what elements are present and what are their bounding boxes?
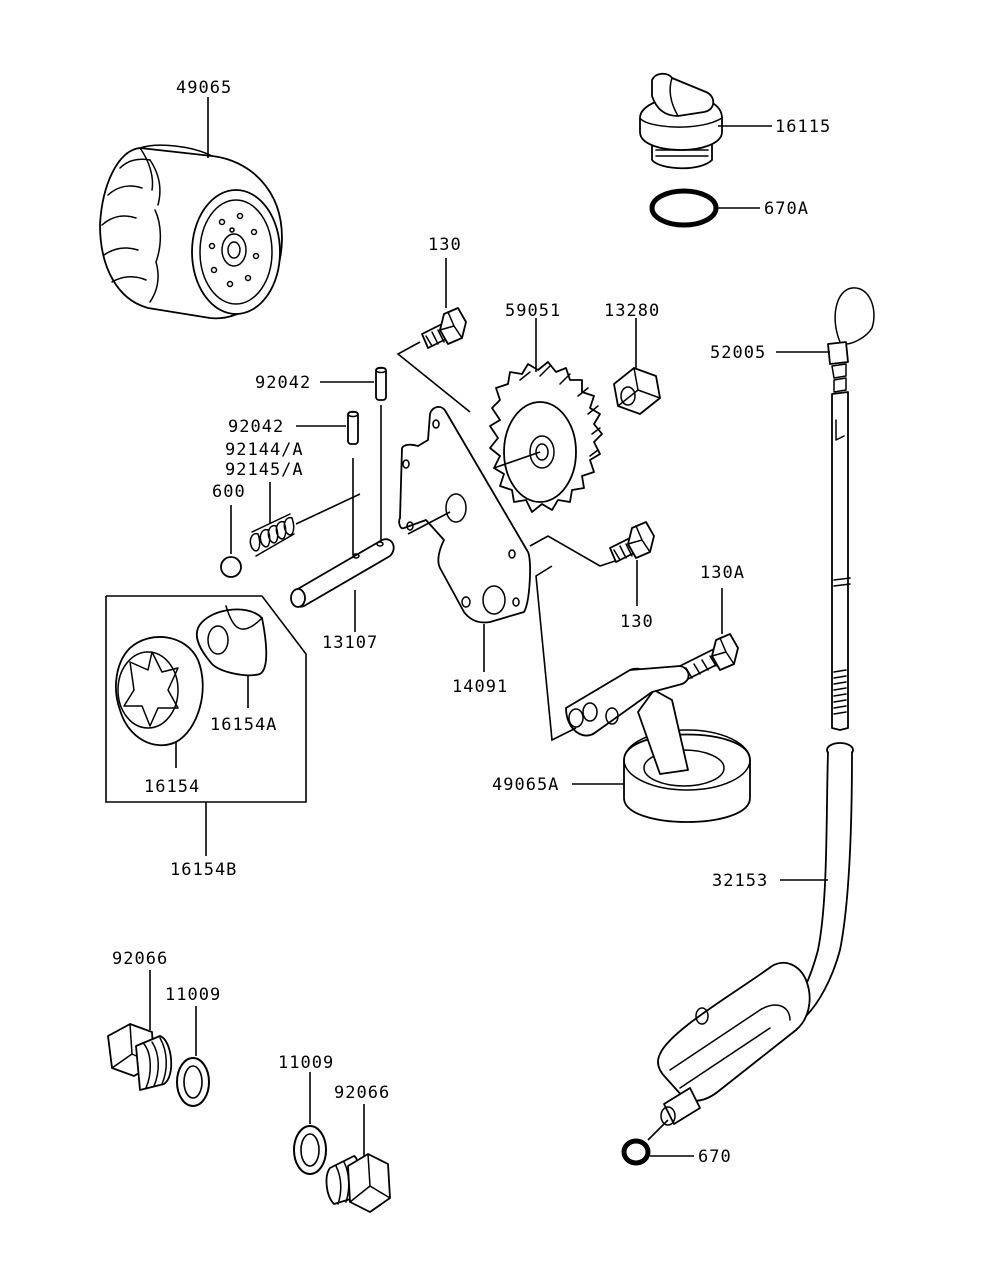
ball-600[interactable] [220, 556, 242, 578]
bolt-130-mid[interactable] [609, 521, 655, 563]
label-59051: 59051 [505, 301, 561, 321]
relief-valve-body-16154[interactable] [115, 636, 204, 747]
o-ring-670[interactable] [621, 1138, 651, 1166]
label-11009-right: 11009 [278, 1053, 334, 1073]
dipstick-tube-32153[interactable] [657, 742, 854, 1126]
label-13107: 13107 [322, 633, 378, 653]
relief-spring-92144[interactable] [249, 513, 295, 557]
label-13280: 13280 [604, 301, 660, 321]
oil-pump-gear-59051[interactable] [489, 361, 603, 513]
label-16154A: 16154A [210, 715, 277, 735]
drain-plug-92066-left[interactable] [107, 1023, 173, 1091]
label-16115: 16115 [775, 117, 831, 137]
label-92145A: 92145/A [225, 460, 304, 480]
label-49065: 49065 [176, 78, 232, 98]
bolt-130-top[interactable] [421, 307, 467, 349]
nut-13280[interactable] [613, 367, 661, 415]
label-670A: 670A [764, 199, 809, 219]
label-130A: 130A [700, 563, 745, 583]
o-ring-670A[interactable] [649, 188, 719, 228]
pump-cover-plate-14091[interactable] [398, 406, 531, 624]
label-92066-right: 92066 [334, 1083, 390, 1103]
dipstick-52005[interactable] [827, 287, 875, 731]
bolt-130A[interactable] [679, 633, 739, 681]
washer-11009-left[interactable] [176, 1057, 210, 1107]
label-92144A: 92144/A [225, 440, 304, 460]
oil-filter-49065[interactable] [99, 144, 283, 320]
label-14091: 14091 [452, 677, 508, 697]
label-52005: 52005 [710, 343, 766, 363]
relief-valve-rotor-16154A[interactable] [195, 605, 268, 677]
label-49065A: 49065A [492, 775, 559, 795]
oil-strainer-49065A[interactable] [565, 665, 751, 823]
washer-11009-right[interactable] [293, 1125, 327, 1175]
pin-92042-upper[interactable] [375, 366, 387, 401]
oil-filler-cap-16115[interactable] [639, 72, 723, 170]
pump-shaft-13107[interactable] [290, 538, 395, 608]
label-16154: 16154 [144, 777, 200, 797]
pin-92042-lower[interactable] [347, 410, 359, 445]
label-92042-lower: 92042 [228, 417, 284, 437]
label-92066-left: 92066 [112, 949, 168, 969]
label-130-mid: 130 [620, 612, 654, 632]
label-16154B: 16154B [170, 860, 237, 880]
label-670: 670 [698, 1147, 732, 1167]
label-11009-left: 11009 [165, 985, 221, 1005]
kit-box-16154B [105, 595, 307, 803]
label-92042-upper: 92042 [255, 373, 311, 393]
label-600: 600 [212, 482, 246, 502]
label-130-top: 130 [428, 235, 462, 255]
drain-plug-92066-right[interactable] [325, 1153, 391, 1213]
label-32153: 32153 [712, 871, 768, 891]
